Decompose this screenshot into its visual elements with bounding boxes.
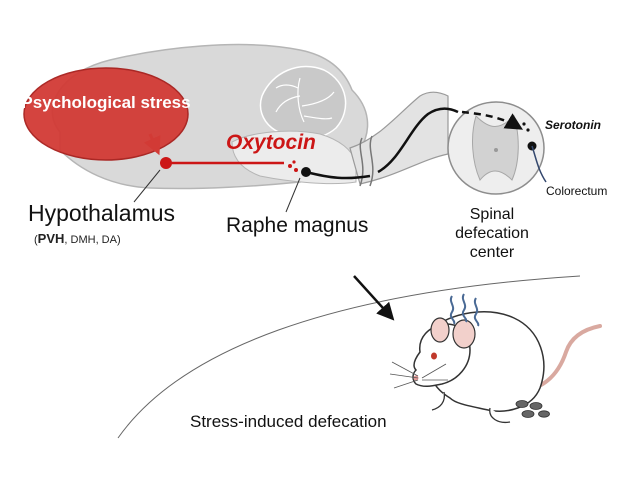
- serotonin-pathway: [305, 170, 371, 180]
- colorectum-label: Colorectum: [546, 184, 608, 198]
- hypothalamus-node: [160, 157, 172, 169]
- spinal-center-label: Spinal defecation center: [455, 206, 529, 261]
- psychological-stress-label: Psychological stress: [21, 93, 191, 112]
- rat-ear-right: [452, 319, 476, 349]
- oxytocin-release-dot-3: [292, 160, 296, 164]
- rat-illustration: [389, 293, 602, 424]
- serotonin-pathway-dashed: [461, 110, 524, 130]
- rat-front-paw: [431, 391, 446, 411]
- spinal-cord-band: [349, 91, 449, 185]
- oxytocin-release-dot-1: [288, 164, 292, 168]
- colorectum-projection: [531, 145, 547, 183]
- raphe-magnus-label: Raphe magnus: [226, 214, 369, 237]
- stress-induced-defecation-label: Stress-induced defecation: [190, 412, 387, 431]
- lower-panel-arc: [117, 275, 581, 439]
- stress-squiggle-marks: [449, 293, 480, 327]
- hypothalamus-label: Hypothalamus: [28, 200, 176, 226]
- hypothalamus-leader: [133, 169, 161, 203]
- cerebellum-folia: [275, 77, 335, 123]
- oxytocin-release-dot-2: [294, 168, 298, 172]
- fecal-pellets: [515, 400, 550, 418]
- stress-bubble: [23, 67, 189, 161]
- stress-arrow: [143, 133, 161, 156]
- oxytocin-label: Oxytocin: [226, 131, 316, 154]
- nuclei-rest: , DMH, DA): [64, 234, 121, 246]
- rat-whiskers: [389, 361, 448, 389]
- raphe-leader: [285, 177, 301, 213]
- nuclei-open-paren: (: [34, 234, 38, 246]
- rat-eye: [431, 352, 437, 360]
- break-mark-1: [359, 137, 364, 187]
- brainstem-shape: [231, 130, 357, 185]
- nuclei-pvh: PVH: [37, 231, 65, 246]
- serotonin-terminal-dot-1: [522, 122, 526, 126]
- break-mark-2: [369, 135, 374, 187]
- result-arrow: [353, 275, 395, 321]
- hypothalamus-nuclei-label: (PVH, DMH, DA): [34, 231, 121, 246]
- rat-ear-left: [430, 317, 450, 343]
- rat-hind-leg: [489, 407, 511, 424]
- serotonin-label: Serotonin: [545, 118, 601, 132]
- cerebellum-shape: [259, 65, 347, 140]
- serotonin-terminal-dot-2: [526, 128, 530, 132]
- serotonin-pathway-descending: [377, 107, 459, 174]
